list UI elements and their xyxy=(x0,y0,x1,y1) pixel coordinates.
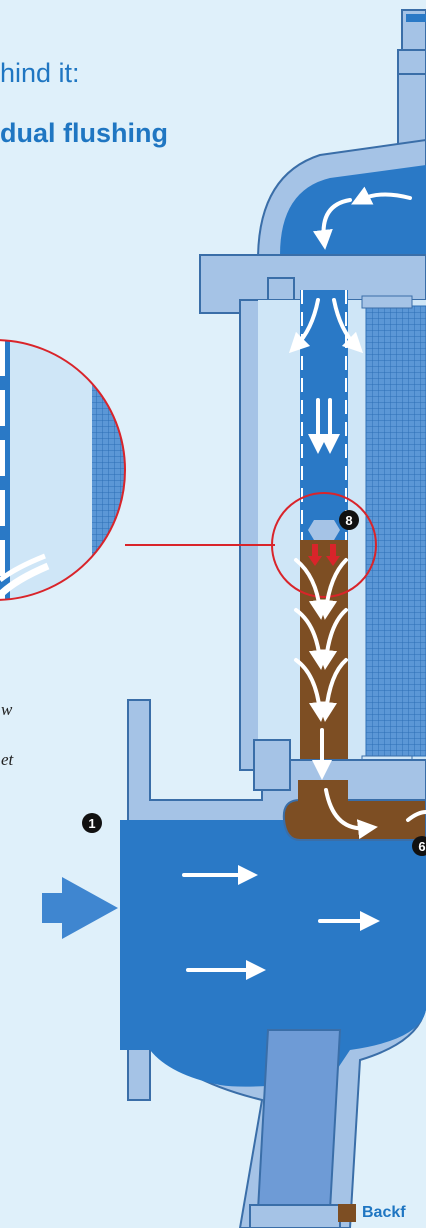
svg-text:6: 6 xyxy=(418,839,425,854)
svg-text:8: 8 xyxy=(345,513,352,528)
top-nozzle xyxy=(398,10,426,150)
legend: Backf xyxy=(338,1198,426,1228)
filter-chamber xyxy=(240,290,426,770)
upper-housing xyxy=(200,140,426,313)
marker-8: 8 xyxy=(339,510,359,530)
marker-1: 1 xyxy=(82,813,102,833)
legend-swatch xyxy=(338,1204,356,1222)
lower-body xyxy=(120,700,426,1228)
inlet-arrow xyxy=(42,877,118,939)
svg-text:1: 1 xyxy=(88,816,95,831)
legend-label: Backf xyxy=(362,1204,406,1222)
